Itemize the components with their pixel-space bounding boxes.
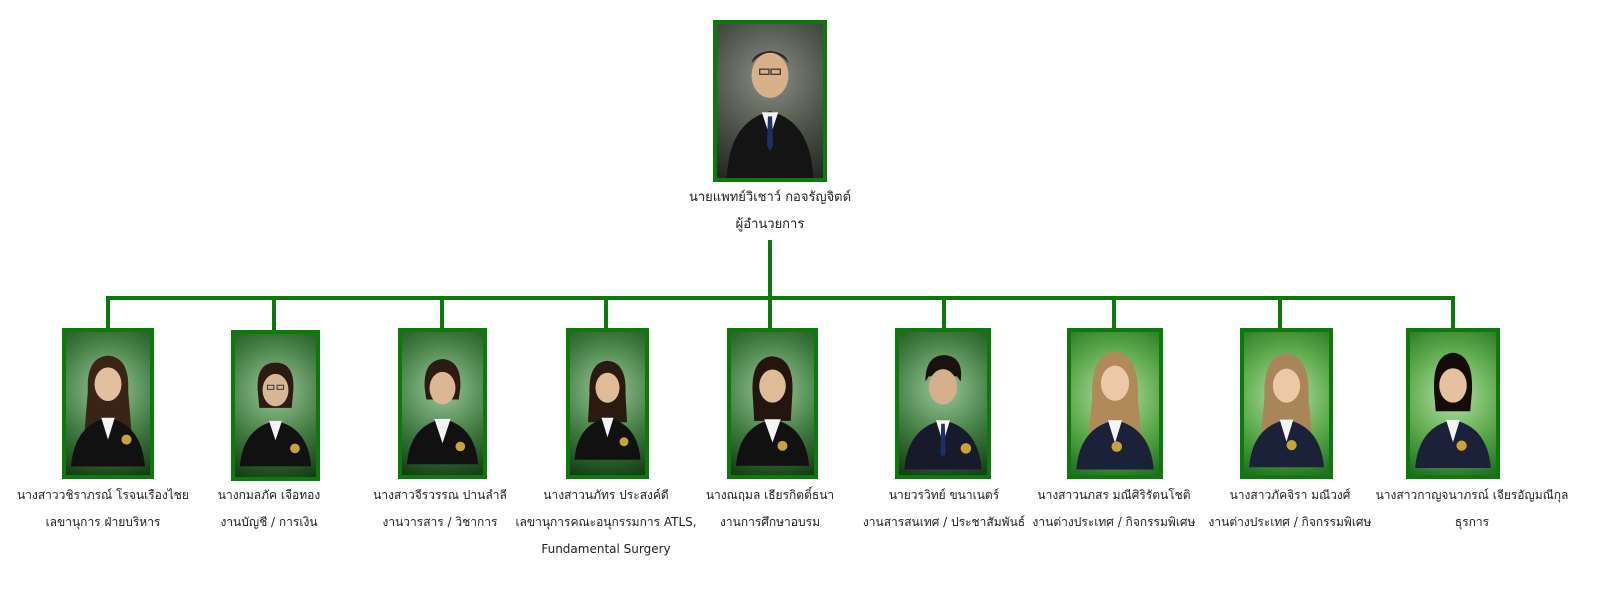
director-photo — [713, 20, 827, 182]
staff-caption-5: นางณฤมล เธียรกิตติ์ธนา งานการศึกษาอบรม — [670, 482, 870, 536]
staff-name: นางกมลภัค เจือทอง — [217, 488, 321, 502]
person-silhouette-icon — [1415, 352, 1491, 468]
staff-name: นางสาวภัคจิรา มณีวงศ์ — [1229, 488, 1351, 502]
staff-role: งานวารสาร / วิชาการ — [382, 515, 498, 529]
director-caption: นายแพทย์วิเชาว์ กอจรัญจิตต์ ผู้อำนวยการ — [670, 184, 870, 238]
staff-photo-8 — [1240, 328, 1333, 479]
person-silhouette-icon — [574, 360, 641, 460]
staff-name: นางสาวนภสร มณีศิริรัตนโชติ — [1037, 488, 1191, 502]
staff-photo-7 — [1067, 328, 1163, 479]
staff-photo-3 — [398, 328, 487, 479]
staff-name: นางสาววชิราภรณ์ โรจนเรืองไชย — [17, 488, 189, 502]
staff-photo-5 — [727, 328, 818, 479]
staff-role: ธุรการ — [1454, 515, 1490, 529]
staff-name: นางณฤมล เธียรกิตติ์ธนา — [705, 488, 835, 502]
staff-photo-1 — [62, 328, 154, 479]
staff-role-line-2: Fundamental Surgery — [541, 542, 671, 556]
staff-caption-3: นางสาวจีรวรรณ ปานลำลี งานวารสาร / วิชากา… — [340, 482, 540, 536]
person-silhouette-icon — [71, 355, 145, 467]
staff-photo-4 — [566, 328, 649, 479]
staff-caption-1: นางสาววชิราภรณ์ โรจนเรืองไชย เลขานุการ ฝ… — [3, 482, 203, 536]
staff-caption-8: นางสาวภัคจิรา มณีวงศ์ งานต่างประเทศ / กิ… — [1190, 482, 1390, 536]
staff-photo-6 — [895, 328, 991, 479]
person-silhouette-icon — [904, 355, 982, 470]
staff-caption-2: นางกมลภัค เจือทอง งานบัญชี / การเงิน — [169, 482, 369, 536]
staff-caption-7: นางสาวนภสร มณีศิริรัตนโชติ งานต่างประเทศ… — [1014, 482, 1214, 536]
staff-name: นางสาวจีรวรรณ ปานลำลี — [373, 488, 507, 502]
staff-role: งานต่างประเทศ / กิจกรรมพิเศษ — [1032, 515, 1196, 529]
person-silhouette-icon — [735, 356, 810, 466]
staff-photo-2 — [231, 330, 320, 481]
staff-role: งานสารสนเทศ / ประชาสัมพันธ์ — [862, 515, 1026, 529]
staff-photo-9 — [1406, 328, 1500, 479]
person-silhouette-icon — [726, 50, 814, 178]
staff-role: งานการศึกษาอบรม — [720, 515, 820, 529]
staff-name: นางสาวกาญจนาภรณ์ เจียรอัญมณีกุล — [1375, 488, 1569, 502]
person-silhouette-icon — [239, 362, 312, 467]
director-role: ผู้อำนวยการ — [735, 217, 805, 232]
staff-role: เลขานุการ ฝ่ายบริหาร — [45, 515, 161, 529]
staff-name: นางสาวนภัทร ประสงค์ดี — [543, 488, 669, 502]
staff-caption-4: นางสาวนภัทร ประสงค์ดี เลขานุการคณะอนุกรร… — [496, 482, 716, 563]
staff-role: งานบัญชี / การเงิน — [220, 515, 318, 529]
staff-role: เลขานุการคณะอนุกรรมการ ATLS, — [515, 515, 697, 529]
staff-caption-9: นางสาวกาญจนาภรณ์ เจียรอัญมณีกุล ธุรการ — [1372, 482, 1572, 536]
staff-role: งานต่างประเทศ / กิจกรรมพิเศษ — [1208, 515, 1372, 529]
person-silhouette-icon — [1249, 353, 1324, 468]
staff-caption-6: นายวรวิทย์ ขนาเนตร์ งานสารสนเทศ / ประชาส… — [844, 482, 1044, 536]
person-silhouette-icon — [406, 358, 479, 465]
person-silhouette-icon — [1076, 351, 1154, 470]
director-name: นายแพทย์วิเชาว์ กอจรัญจิตต์ — [688, 190, 852, 205]
staff-name: นายวรวิทย์ ขนาเนตร์ — [888, 488, 1000, 502]
